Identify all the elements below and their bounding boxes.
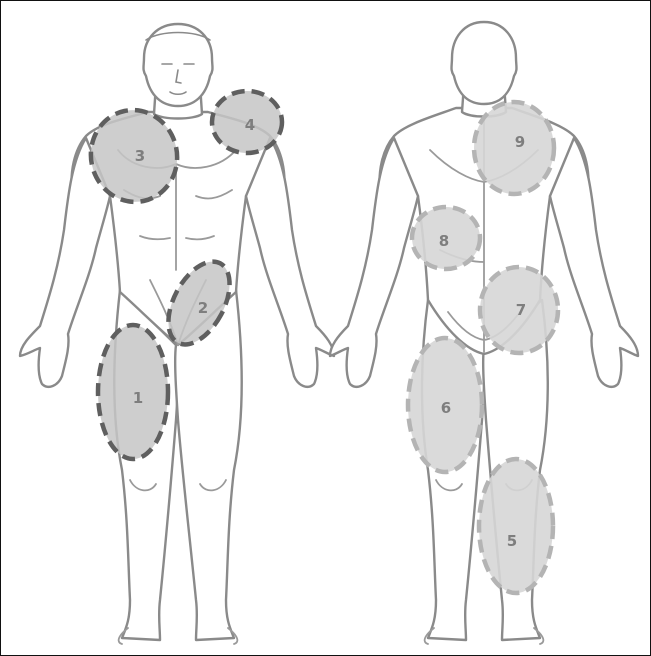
zone-5: 5 <box>479 459 553 593</box>
zone-2-label: 2 <box>198 299 208 317</box>
zone-7: 7 <box>480 267 558 353</box>
front-left-arm <box>246 138 334 387</box>
back-head <box>452 22 517 104</box>
back-right-arm <box>330 138 418 387</box>
zone-1: 1 <box>98 325 168 459</box>
zone-6: 6 <box>408 338 482 472</box>
zone-5-outline <box>479 459 553 593</box>
zone-6-label: 6 <box>441 399 451 417</box>
zone-8-label: 8 <box>439 232 449 250</box>
zone-4: 4 <box>212 91 282 153</box>
zone-7-label: 7 <box>516 301 526 319</box>
back-left-arm <box>550 138 638 387</box>
zone-4-label: 4 <box>245 116 255 134</box>
zone-9: 9 <box>474 102 554 194</box>
zone-8: 8 <box>412 207 480 269</box>
zone-9-label: 9 <box>515 133 525 151</box>
zone-1-label: 1 <box>133 389 143 407</box>
zone-5-label: 5 <box>507 532 517 550</box>
zone-3-label: 3 <box>135 147 145 165</box>
